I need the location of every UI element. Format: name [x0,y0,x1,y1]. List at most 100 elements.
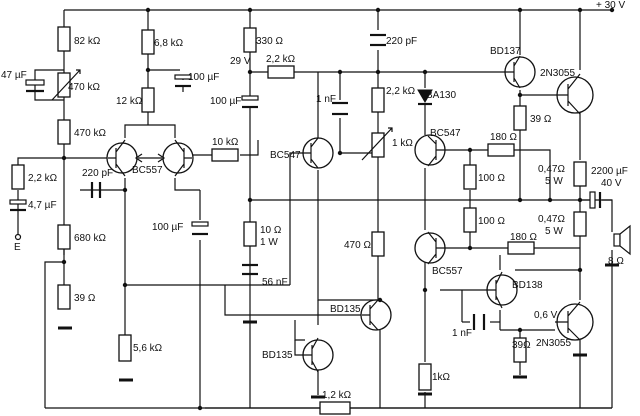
transistor-bc547-a [300,137,334,169]
label-2n3055-bot: 2N3055 [536,338,571,349]
label-r470k: 470 kΩ [74,128,106,139]
transistor-2n3055-bottom [555,301,594,341]
resistor-2k2-vbe [371,87,385,113]
label-ba130: BA130 [426,90,456,101]
label-c100u-a: 100 µF [188,72,219,83]
label-c100u-b: 100 µF [152,222,183,233]
resistor-680k [57,224,71,250]
label-c2200u-v: 40 V [601,178,622,189]
resistor-82k [57,26,71,52]
label-r2k2-top: 2,2 kΩ [266,54,296,65]
label-r1k-pot: 1 kΩ [392,138,413,149]
label-bd135-a: BD135 [330,304,361,315]
label-c47u: 47 µF [1,70,27,81]
label-r470: 470 Ω [344,240,371,251]
label-c220p-in: 220 pF [82,168,113,179]
transistor-2n3055-top [555,73,594,115]
input-terminal-icon [14,233,22,241]
transistor-bc557-b [414,231,446,265]
capacitor-220p-top [370,33,386,47]
label-r2k2-in: 2,2 kΩ [28,173,58,184]
transistor-bd135-a [360,299,392,331]
label-r470k-pot: 470 kΩ [68,82,100,93]
diode-ba130 [417,89,433,106]
capacitor-100u-c [241,95,259,109]
resistor-047-bottom [573,211,587,237]
resistor-5k6 [118,334,132,362]
label-c1n-b: 1 nF [452,328,472,339]
resistor-100-top [463,164,477,190]
capacitor-220p-input [90,182,102,198]
transistor-bd135-b [302,337,334,373]
resistor-1k-trim [371,132,385,158]
label-r047-bot-power: 5 W [545,226,563,237]
capacitor-4u7 [9,199,27,212]
label-r100-top: 100 Ω [478,173,505,184]
label-r100-bot: 100 Ω [478,216,505,227]
label-r330: 330 Ω [256,36,283,47]
label-r10-1w: 10 Ω [260,225,282,236]
resistor-100-bottom [463,207,477,233]
transistor-bc547-b [414,134,446,167]
resistor-470 [371,231,385,257]
label-v06: 0,6 V [534,310,558,321]
label-c100u-c: 100 µF [210,96,241,107]
transistor-bc557-right [162,139,194,177]
label-r6k8: 6,8 kΩ [154,38,184,49]
resistor-180-top [487,143,515,157]
speaker-icon [613,224,631,256]
resistor-1k-bottom [418,363,432,391]
label-bc557-pair: BC557 [132,165,163,176]
label-c2200u: 2200 µF [591,166,628,177]
label-r180-top: 180 Ω [490,132,517,143]
speaker-label: 8 Ω [608,256,624,267]
junction-dots [61,7,615,411]
label-r39-in: 39 Ω [74,293,96,304]
resistor-6k8 [141,29,155,55]
resistor-2k2-top [267,65,295,79]
labels: + 30 V 82 kΩ 47 µF 470 kΩ 470 kΩ 2,2 kΩ … [1,0,628,401]
label-r39-bot: 39Ω [512,340,531,351]
label-r10k: 10 kΩ [212,137,239,148]
label-c1n-a: 1 nF [316,94,336,105]
resistor-2k2-input [11,164,25,190]
label-r82k: 82 kΩ [74,36,101,47]
resistor-39-input [57,284,71,310]
label-c56n: 56 nF [262,277,288,288]
label-r047-top: 0,47Ω [538,164,565,175]
transistors [106,55,594,373]
resistor-180-bottom [507,241,535,255]
capacitor-1n-a [332,101,348,116]
resistor-39-bottom [513,337,527,363]
label-bc547-a: BC547 [270,150,301,161]
resistor-1k2-feedback [319,401,351,415]
capacitor-56n [242,263,258,276]
resistor-10-1w [243,221,257,247]
label-r2k2-vbe: 2,2 kΩ [386,86,416,97]
label-r047-top-power: 5 W [545,176,563,187]
resistors [11,26,587,415]
label-v29: 29 V [230,56,251,67]
capacitors [9,33,602,330]
resistor-10k [211,148,239,162]
capacitor-47u [25,79,45,93]
supply-label: + 30 V [596,0,626,11]
resistor-330 [243,27,257,53]
transistor-bd137 [504,55,536,89]
label-2n3055-top: 2N3055 [540,68,575,79]
label-r180-bot: 180 Ω [510,232,537,243]
label-r5k6: 5,6 kΩ [133,343,163,354]
label-r12k: 12 kΩ [116,96,143,107]
label-bd138: BD138 [512,280,543,291]
capacitor-2200u [589,191,602,209]
capacitor-1n-b [472,314,486,330]
label-bc557-b: BC557 [432,266,463,277]
resistor-470k [57,119,71,145]
label-bd137: BD137 [490,46,521,57]
label-r1k-bot: 1kΩ [432,372,451,383]
label-r1k2: 1,2 kΩ [322,390,352,401]
input-label: E [14,242,21,253]
label-bd135-b: BD135 [262,350,293,361]
label-r680k: 680 kΩ [74,233,106,244]
